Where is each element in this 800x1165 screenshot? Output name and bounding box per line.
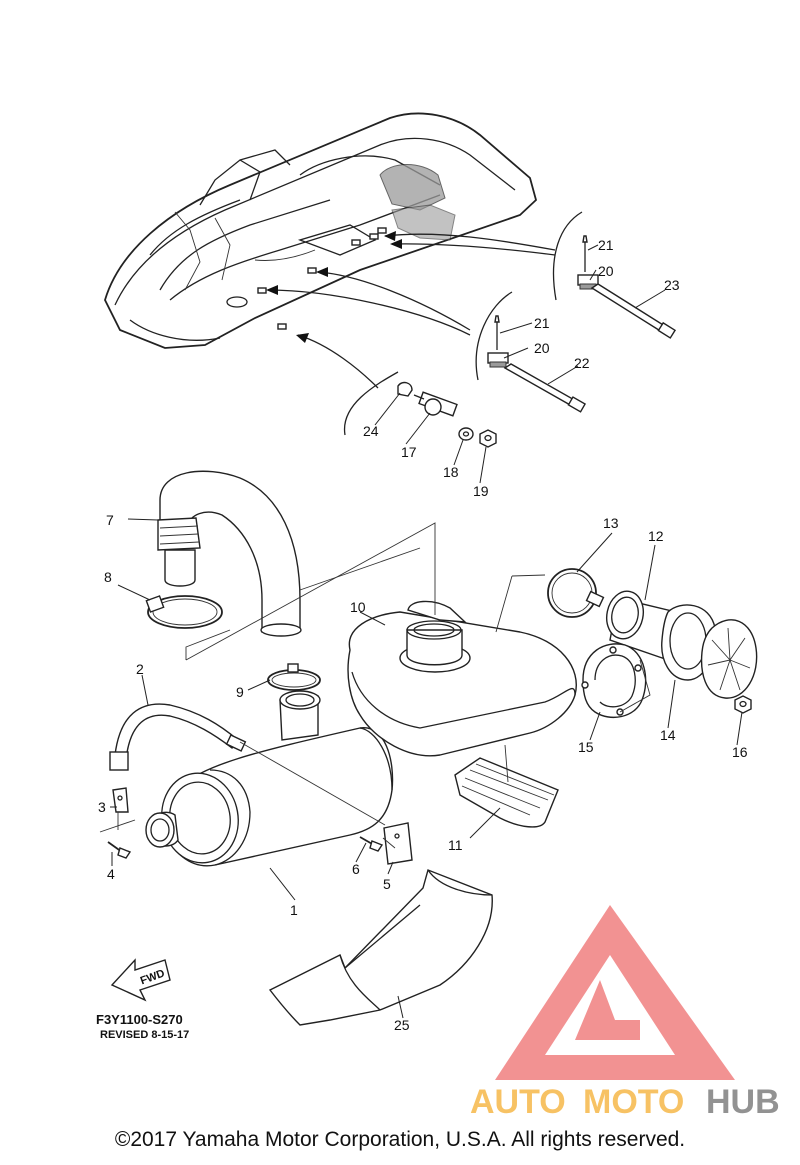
callout-9: 9 xyxy=(236,684,244,700)
callout-17: 17 xyxy=(401,444,417,460)
callout-7: 7 xyxy=(106,512,114,528)
drawing-code: F3Y1100-S270 xyxy=(96,1012,183,1027)
part-25-cover xyxy=(268,869,493,1026)
callout-11: 11 xyxy=(448,837,463,853)
assembly-arrows xyxy=(266,231,556,389)
callout-6: 6 xyxy=(352,861,360,877)
callout-18: 18 xyxy=(443,464,459,480)
part-20-upper xyxy=(577,274,599,290)
part-10-waterbox xyxy=(347,600,577,757)
part-14-plate xyxy=(661,604,758,699)
part-2-strap xyxy=(109,703,247,771)
callout-16: 16 xyxy=(732,744,748,760)
watercraft-hull xyxy=(104,112,538,349)
callout-12: 12 xyxy=(648,528,664,544)
logo-text-moto: MOTO xyxy=(583,1083,684,1121)
part-19-nut xyxy=(479,429,497,448)
callout-14: 14 xyxy=(660,727,676,743)
callout-25: 25 xyxy=(394,1017,410,1033)
part-11-mat xyxy=(454,757,559,828)
callout-15: 15 xyxy=(578,739,594,755)
part-21-upper xyxy=(582,235,588,272)
part-12-rubber xyxy=(605,590,677,661)
callout-leaders xyxy=(110,244,743,1019)
part-1-muffler xyxy=(145,690,394,867)
callout-19: 19 xyxy=(473,483,489,499)
callout-24: 24 xyxy=(363,423,379,439)
automotohub-logo: AUTO MOTO HUB xyxy=(470,905,780,1121)
part-7-hose xyxy=(157,470,302,637)
part-17-valve xyxy=(413,391,458,417)
callout-labels: 7 8 2 9 3 4 5 6 1 10 11 13 12 14 15 16 1… xyxy=(98,237,748,1033)
callout-5: 5 xyxy=(383,876,391,892)
callout-21-upper: 21 xyxy=(598,237,614,253)
part-16-nut xyxy=(734,695,752,714)
part-3-bracket xyxy=(112,787,129,813)
part-9-clamp xyxy=(267,663,321,691)
part-15-flange xyxy=(581,643,647,719)
part-4-rivet xyxy=(107,841,132,859)
part-18-washer xyxy=(458,427,474,441)
part-13-clamp xyxy=(547,568,605,618)
part-20-middle xyxy=(487,352,509,368)
callout-8: 8 xyxy=(104,569,112,585)
part-21-middle xyxy=(494,315,500,350)
part-5-plate xyxy=(383,822,413,865)
callout-3: 3 xyxy=(98,799,106,815)
callout-23: 23 xyxy=(664,277,680,293)
callout-4: 4 xyxy=(107,866,115,882)
logo-text-hub: HUB xyxy=(706,1083,780,1121)
assembly-lines xyxy=(99,522,651,849)
bracket-lines xyxy=(343,211,583,436)
callout-10: 10 xyxy=(350,599,366,615)
callout-13: 13 xyxy=(603,515,619,531)
forward-arrow: FWD xyxy=(110,958,171,1002)
copyright-notice: ©2017 Yamaha Motor Corporation, U.S.A. A… xyxy=(114,1128,686,1151)
callout-21-middle: 21 xyxy=(534,315,550,331)
part-22-strap xyxy=(503,363,587,413)
logo-text-auto: AUTO xyxy=(470,1083,566,1121)
part-23-strap xyxy=(590,283,677,339)
revised-date: REVISED 8-15-17 xyxy=(100,1029,189,1041)
callout-1: 1 xyxy=(290,902,298,918)
callout-20-middle: 20 xyxy=(534,340,550,356)
callout-2: 2 xyxy=(136,661,144,677)
callout-22: 22 xyxy=(574,355,590,371)
part-8-clamp xyxy=(145,595,223,629)
callout-20-upper: 20 xyxy=(598,263,614,279)
part-24-clip xyxy=(397,381,413,397)
part-6-rivet xyxy=(359,836,384,852)
